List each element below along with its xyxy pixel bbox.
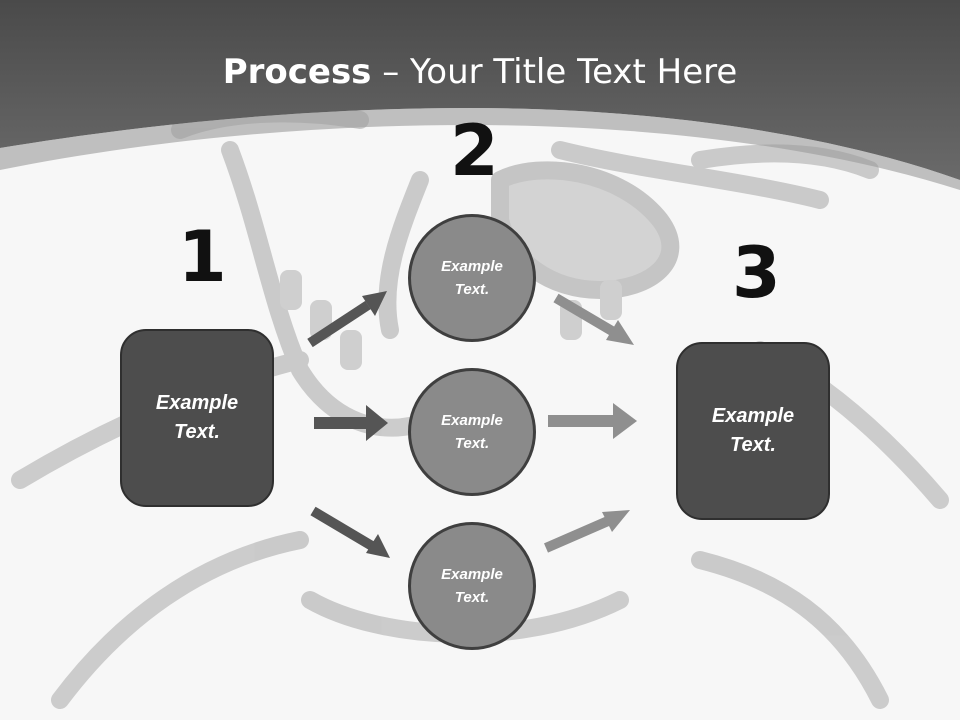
left-box-text: Example Text. bbox=[130, 389, 265, 447]
title-bold: Process bbox=[222, 52, 372, 92]
left-box-line2: Text. bbox=[174, 421, 220, 443]
step-number-3: 3 bbox=[732, 232, 781, 314]
circle-top: Example Text. bbox=[408, 214, 536, 342]
circle-top-line1: Example bbox=[441, 258, 503, 275]
circle-middle: Example Text. bbox=[408, 368, 536, 496]
right-box-text: Example Text. bbox=[686, 402, 821, 460]
left-box: Example Text. bbox=[120, 329, 274, 507]
arrow-left-mid bbox=[314, 405, 388, 441]
circle-middle-line2: Text. bbox=[454, 435, 490, 452]
circle-bottom: Example Text. bbox=[408, 522, 536, 650]
arrow-left-down bbox=[310, 506, 390, 558]
slide-title: Process – Your Title Text Here bbox=[0, 52, 960, 92]
circle-top-text: Example Text. bbox=[417, 255, 527, 301]
arrow-right-down bbox=[553, 293, 634, 345]
circle-top-line2: Text. bbox=[454, 281, 490, 298]
step-number-2: 2 bbox=[450, 110, 499, 192]
header-band bbox=[0, 0, 960, 180]
header-accent bbox=[0, 108, 960, 190]
circle-middle-line1: Example bbox=[441, 412, 503, 429]
arrow-left-up bbox=[307, 291, 387, 348]
circle-middle-text: Example Text. bbox=[417, 409, 527, 455]
right-box-line1: Example bbox=[711, 405, 795, 427]
arrow-right-up bbox=[544, 510, 630, 553]
left-box-line1: Example bbox=[155, 392, 239, 414]
right-box-line2: Text. bbox=[730, 434, 776, 456]
title-rest: – Your Title Text Here bbox=[371, 52, 738, 92]
circle-bottom-line2: Text. bbox=[454, 589, 490, 606]
right-box: Example Text. bbox=[676, 342, 830, 520]
step-number-1: 1 bbox=[178, 216, 227, 298]
circle-bottom-line1: Example bbox=[441, 566, 503, 583]
arrow-right-mid bbox=[548, 403, 637, 439]
circle-bottom-text: Example Text. bbox=[417, 563, 527, 609]
